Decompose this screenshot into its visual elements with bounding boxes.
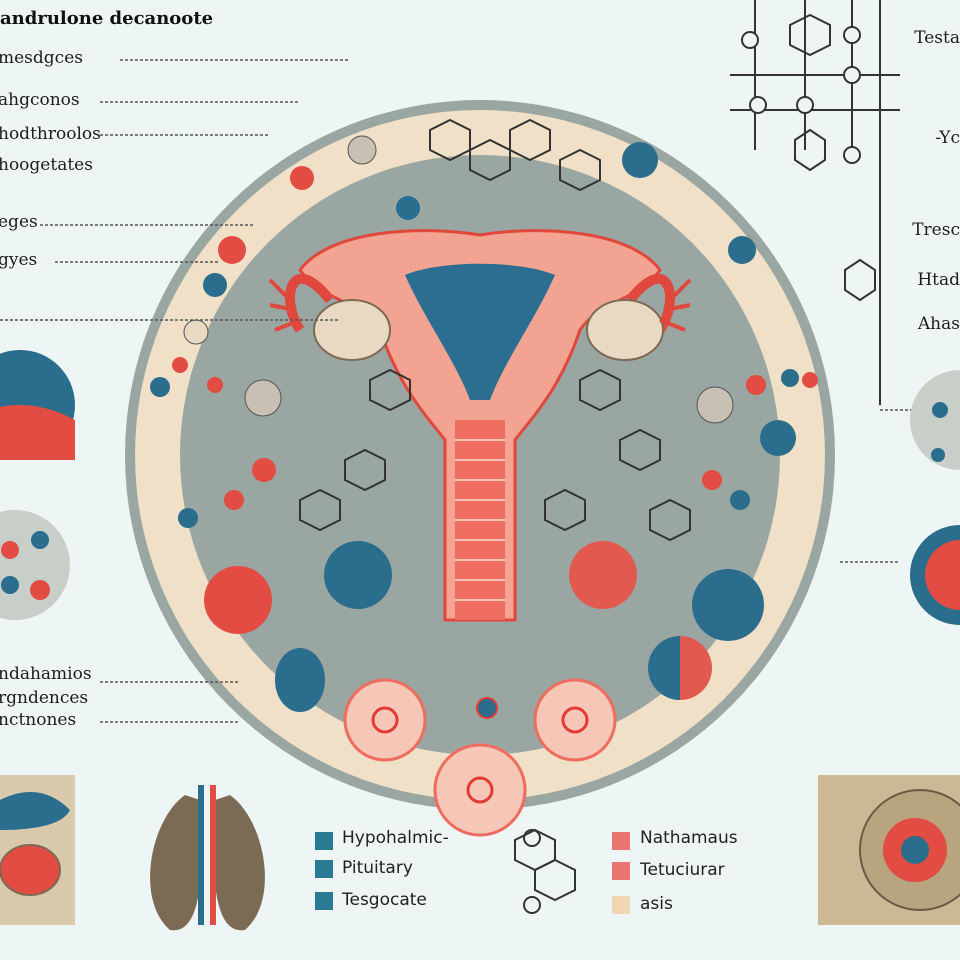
dot <box>31 531 49 549</box>
legend-swatch <box>612 832 630 850</box>
leader-lines <box>0 59 915 723</box>
panel-shape <box>0 792 70 830</box>
legend-label: asis <box>640 894 673 914</box>
panel-shape <box>901 836 929 864</box>
right-label-1: Testa <box>914 28 960 48</box>
left-blob-red <box>0 405 75 460</box>
panel-shape <box>0 844 61 896</box>
bottom-molecule <box>514 828 576 914</box>
dot <box>931 448 945 462</box>
left-label-8: rgndences <box>0 688 89 708</box>
left-label-2: ahgconos <box>0 90 80 110</box>
left-label-1: mesdgces <box>0 48 83 68</box>
left-label-6: gyes <box>0 250 38 270</box>
page-title: andrulone decanoote <box>0 8 214 29</box>
legend-swatch <box>612 896 630 914</box>
legend-swatch <box>315 892 333 910</box>
right-label-2: -Yc <box>935 128 960 148</box>
right-blob-inner <box>925 540 960 610</box>
right-label-4: Htad <box>917 270 960 290</box>
left-label-9: nctnones <box>0 710 77 730</box>
left-label-3: hodthroolos <box>0 124 101 144</box>
lungs-illustration <box>150 785 265 931</box>
target-circles <box>343 678 617 837</box>
left-label-5: eges <box>0 212 38 232</box>
legend-label: Nathamaus <box>640 828 738 848</box>
dot <box>1 541 19 559</box>
legend-label: Hypohalmic- <box>342 828 449 848</box>
legend-swatch <box>315 860 333 878</box>
right-circle-dots <box>910 370 960 470</box>
dot <box>1 576 19 594</box>
right-label-3: Tresc <box>912 220 960 240</box>
dot <box>30 580 50 600</box>
left-label-4: hoogetates <box>0 155 93 175</box>
legend-label: Tesgocate <box>342 890 427 910</box>
legend-label: Tetuciurar <box>640 860 725 880</box>
left-circle-dots <box>0 510 70 620</box>
uterus-illustration <box>268 229 692 622</box>
legend-label: Pituitary <box>342 858 413 878</box>
right-label-5: Ahas <box>917 314 960 334</box>
molecule-structures <box>299 118 691 542</box>
right-molecule <box>730 0 900 405</box>
gland-blobs <box>204 541 764 712</box>
dot <box>932 402 948 418</box>
legend-swatch <box>612 862 630 880</box>
legend-swatch <box>315 832 333 850</box>
left-label-7: ndahamios <box>0 664 92 684</box>
